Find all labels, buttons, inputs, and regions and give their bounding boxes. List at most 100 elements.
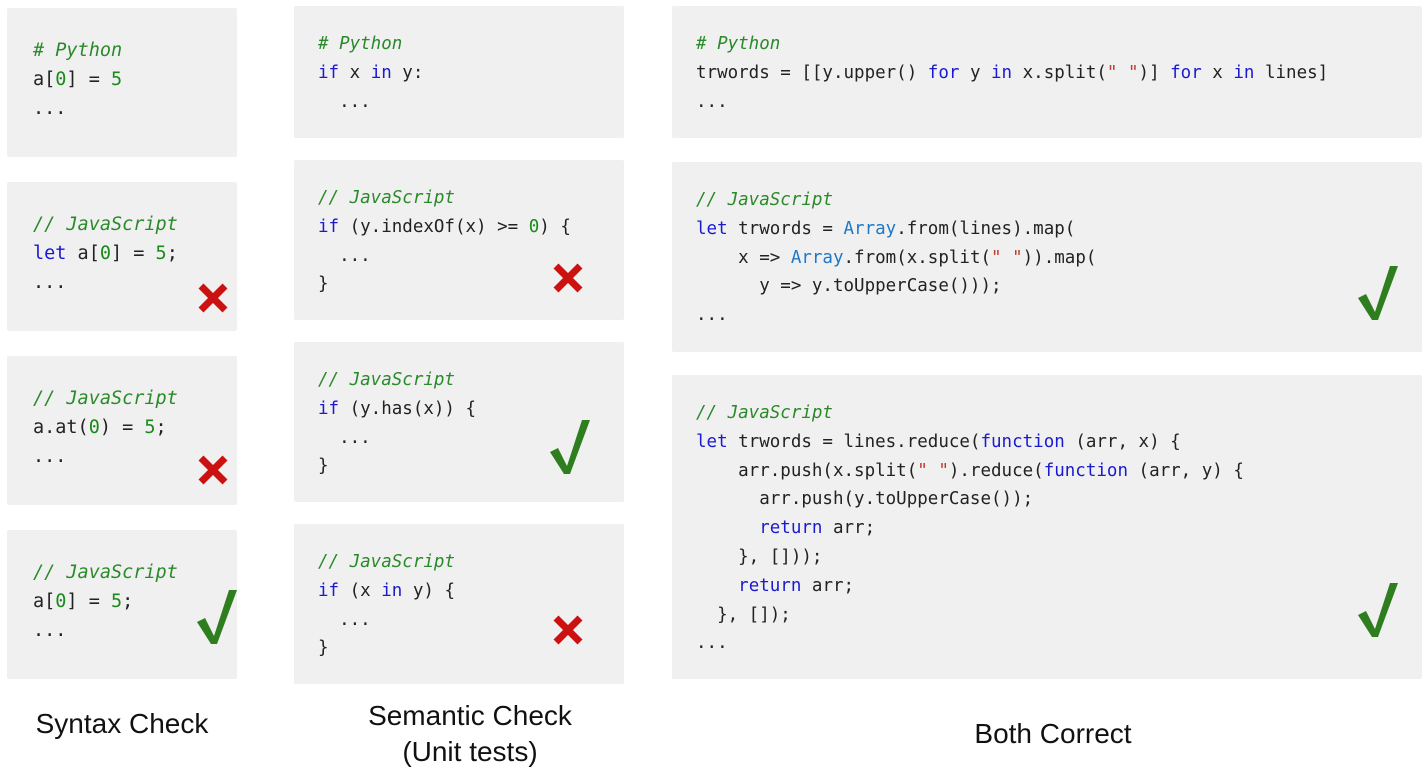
code-comment: # Python	[318, 34, 403, 54]
code-ellipsis: ...	[696, 91, 728, 112]
code-text: }	[318, 274, 329, 295]
check-mark-icon	[550, 420, 590, 474]
code-text: (arr, x) {	[1064, 431, 1181, 452]
code-comment: // JavaScript	[33, 214, 178, 235]
code-text: ) =	[99, 416, 145, 438]
code-keyword: in	[991, 62, 1013, 83]
code-number: 5	[110, 68, 123, 90]
code-text: a[	[33, 68, 56, 90]
code-text: arr.push(y.toUpperCase());	[696, 489, 1034, 510]
code-text: lines]	[1254, 62, 1329, 83]
code-string: " "	[1106, 62, 1139, 83]
code-number: 0	[88, 416, 100, 438]
code-number: 0	[528, 216, 540, 237]
syntax-card-js-index: // JavaScript a[0] = 5; ...	[7, 530, 237, 679]
code-number: 5	[144, 416, 156, 438]
cross-mark-icon	[198, 455, 228, 485]
cross-mark-icon	[553, 615, 583, 645]
code-string: " "	[917, 460, 949, 481]
code-keyword: let	[696, 431, 728, 452]
code-indent	[696, 518, 759, 538]
code-text: (x	[339, 580, 382, 601]
both-card-python: # Python trwords = [[y.upper() for y in …	[672, 6, 1422, 138]
check-mark-icon	[1358, 266, 1398, 320]
code-text: x	[339, 62, 371, 83]
code-text: arr;	[801, 575, 855, 596]
code-keyword: function	[1043, 460, 1128, 481]
semantic-card-python: # Python if x in y: ...	[294, 6, 624, 138]
code-text: }, []);	[696, 604, 791, 625]
code-number: 5	[155, 242, 167, 264]
cross-mark-icon	[198, 283, 228, 313]
code-text: y => y.toUpperCase()));	[696, 276, 1002, 297]
code-text: ] =	[66, 68, 111, 90]
code-text: a[	[33, 590, 56, 612]
code-comment: // JavaScript	[318, 188, 455, 208]
code-text: )).map(	[1022, 247, 1097, 268]
syntax-check-caption: Syntax Check	[35, 708, 209, 739]
code-comment: # Python	[696, 34, 781, 54]
code-keyword: for	[927, 62, 960, 83]
code-text: ).reduce(	[948, 460, 1044, 481]
semantic-card-js-has: // JavaScript if (y.has(x)) { ... }	[294, 342, 624, 502]
code-text: ) {	[539, 216, 571, 237]
code-text: trwords =	[727, 218, 844, 239]
code-ellipsis: ...	[318, 245, 371, 266]
code-comment: // JavaScript	[33, 562, 178, 583]
code-text: ;	[122, 590, 134, 612]
code-keyword: if	[318, 398, 340, 419]
code-text: .from(lines).map(	[896, 218, 1076, 239]
code-ellipsis: ...	[33, 619, 67, 641]
code-ellipsis: ...	[318, 91, 371, 112]
code-keyword: in	[381, 580, 403, 601]
code-text: x =>	[696, 247, 791, 268]
code-text: (y.indexOf(x) >=	[339, 216, 529, 237]
code-ellipsis: ...	[33, 445, 67, 467]
check-mark-icon	[1358, 583, 1398, 637]
code-keyword: in	[370, 62, 392, 83]
code-text: trwords = [[y.upper()	[696, 62, 928, 83]
semantic-card-js-indexof: // JavaScript if (y.indexOf(x) >= 0) { .…	[294, 160, 624, 320]
semantic-card-js-in: // JavaScript if (x in y) { ... }	[294, 524, 624, 684]
both-card-js-map: // JavaScript let trwords = Array.from(l…	[672, 162, 1422, 352]
code-text: arr;	[822, 518, 876, 539]
code-ellipsis: ...	[318, 427, 371, 448]
code-ellipsis: ...	[696, 633, 728, 654]
code-keyword: let	[696, 218, 728, 239]
code-keyword: function	[980, 431, 1065, 452]
code-indent	[696, 576, 738, 596]
code-text: x.split(	[1012, 62, 1107, 83]
code-keyword: in	[1233, 62, 1255, 83]
code-text: )]	[1138, 62, 1171, 83]
code-text: ;	[155, 416, 167, 438]
code-text: }	[318, 638, 329, 659]
semantic-check-caption: Semantic Check (Unit tests)	[294, 698, 646, 770]
both-correct-caption: Both Correct	[974, 718, 1132, 749]
code-number: 0	[99, 242, 111, 264]
code-text: a[	[66, 242, 100, 264]
check-mark-icon	[197, 590, 237, 644]
code-text: .from(x.split(	[843, 247, 992, 268]
code-text: (arr, y) {	[1128, 460, 1244, 481]
code-number: 0	[55, 590, 67, 612]
semantic-caption-line1: Semantic Check	[368, 700, 572, 731]
code-text: y:	[391, 62, 424, 83]
cross-mark-icon	[553, 263, 583, 293]
code-comment: // JavaScript	[33, 388, 178, 409]
code-text: y) {	[402, 580, 455, 601]
code-class: Array	[843, 218, 897, 239]
both-card-js-reduce: // JavaScript let trwords = lines.reduce…	[672, 375, 1422, 679]
code-comment: // JavaScript	[696, 190, 833, 210]
code-string: " "	[991, 247, 1023, 268]
code-number: 5	[110, 590, 123, 612]
code-comment: # Python	[33, 40, 123, 61]
code-text: ;	[166, 242, 178, 264]
semantic-caption-line2: (Unit tests)	[402, 736, 538, 767]
code-text: (y.has(x)) {	[339, 398, 477, 419]
code-ellipsis: ...	[33, 271, 67, 293]
code-keyword: let	[33, 242, 67, 264]
code-comment: // JavaScript	[318, 552, 455, 572]
code-keyword: if	[318, 580, 340, 601]
code-text: }	[318, 456, 329, 477]
code-keyword: if	[318, 62, 340, 83]
